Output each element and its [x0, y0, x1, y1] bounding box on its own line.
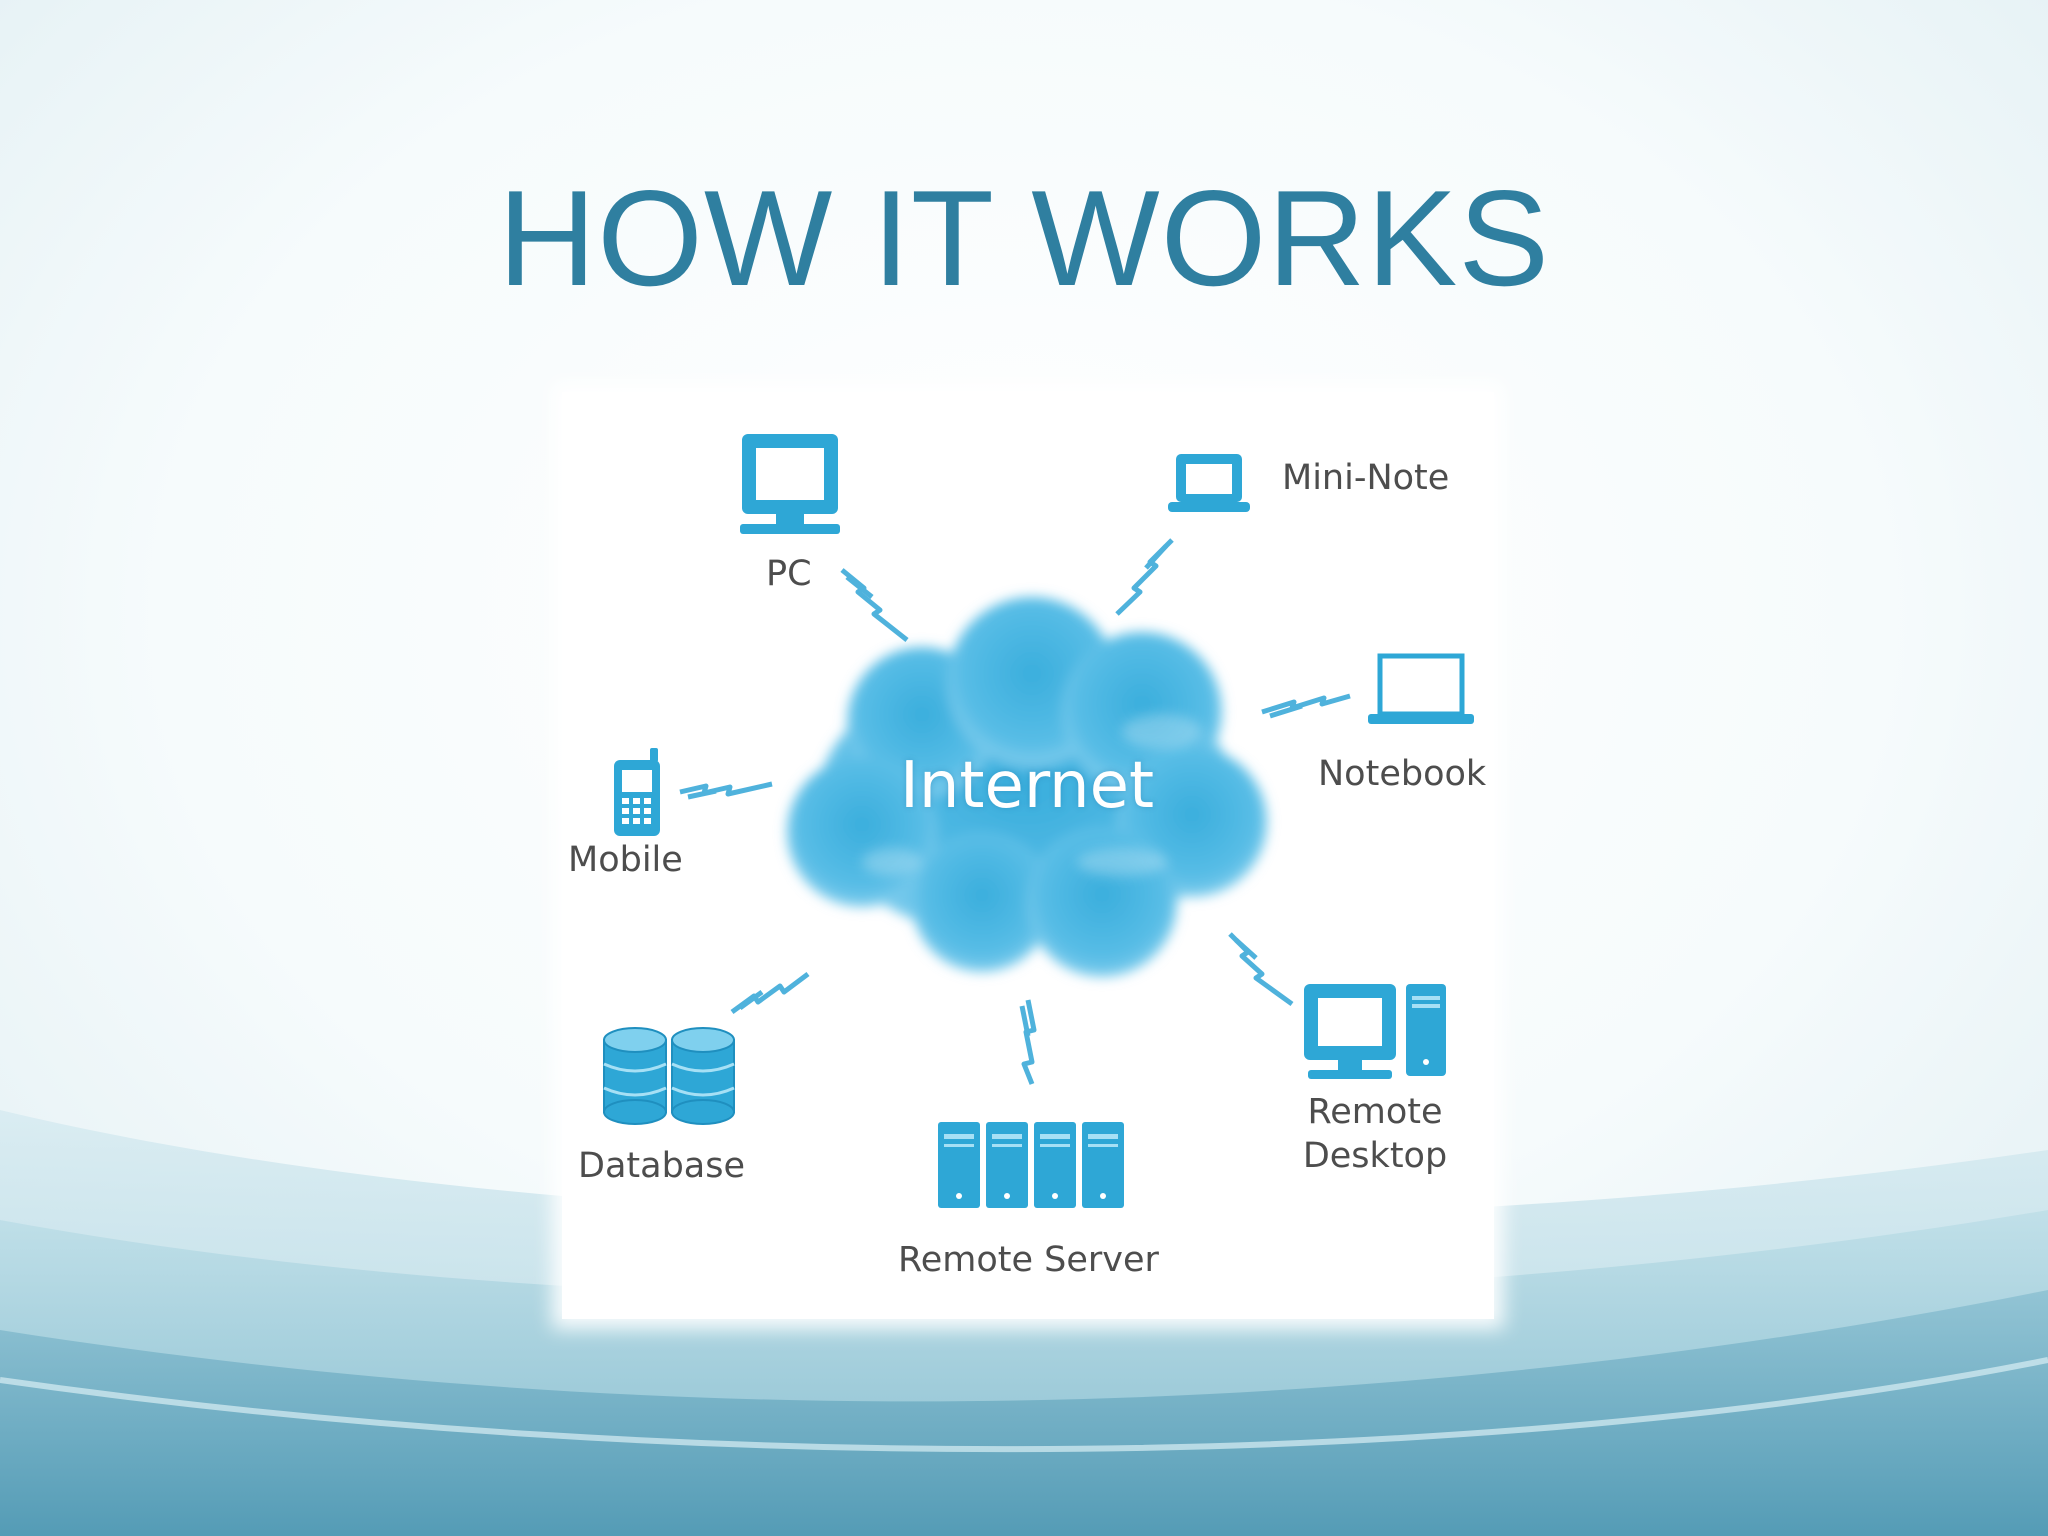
- notebook-label: Notebook: [1318, 754, 1487, 794]
- pc-label: PC: [766, 554, 812, 594]
- laptop-icon: [1368, 653, 1474, 724]
- lightning-link-icon: [840, 568, 909, 642]
- lightning-link-icon: [1228, 932, 1294, 1007]
- network-diagram: Internet PC Mini-Note Notebook Mobile Da…: [562, 392, 1494, 1319]
- remote-desktop-label: Remote Desktop: [1300, 1090, 1450, 1178]
- lightning-link-icon: [1261, 693, 1351, 719]
- lightning-link-icon: [1019, 999, 1037, 1085]
- database-label: Database: [578, 1146, 746, 1186]
- slide-title: HOW IT WORKS: [497, 162, 1551, 314]
- server-rack-icon: [938, 1122, 1124, 1208]
- desktop-monitor-icon: [740, 434, 840, 534]
- cloud-icon: [787, 597, 1267, 977]
- diagram-graphics: [603, 434, 1474, 1208]
- desktop-tower-icon: [1304, 984, 1446, 1079]
- lightning-link-icon: [1115, 538, 1174, 616]
- lightning-link-icon: [730, 972, 810, 1015]
- mini-note-label: Mini-Note: [1282, 458, 1450, 498]
- remote-desktop-label-line1: Remote: [1307, 1092, 1443, 1132]
- mini-laptop-icon: [1168, 454, 1250, 512]
- remote-desktop-label-line2: Desktop: [1302, 1136, 1448, 1176]
- lightning-link-icon: [679, 781, 773, 800]
- mobile-label: Mobile: [568, 840, 683, 880]
- mobile-phone-icon: [614, 748, 660, 836]
- database-icon: [603, 1027, 735, 1125]
- remote-server-label: Remote Server: [898, 1240, 1159, 1280]
- internet-label: Internet: [899, 749, 1155, 823]
